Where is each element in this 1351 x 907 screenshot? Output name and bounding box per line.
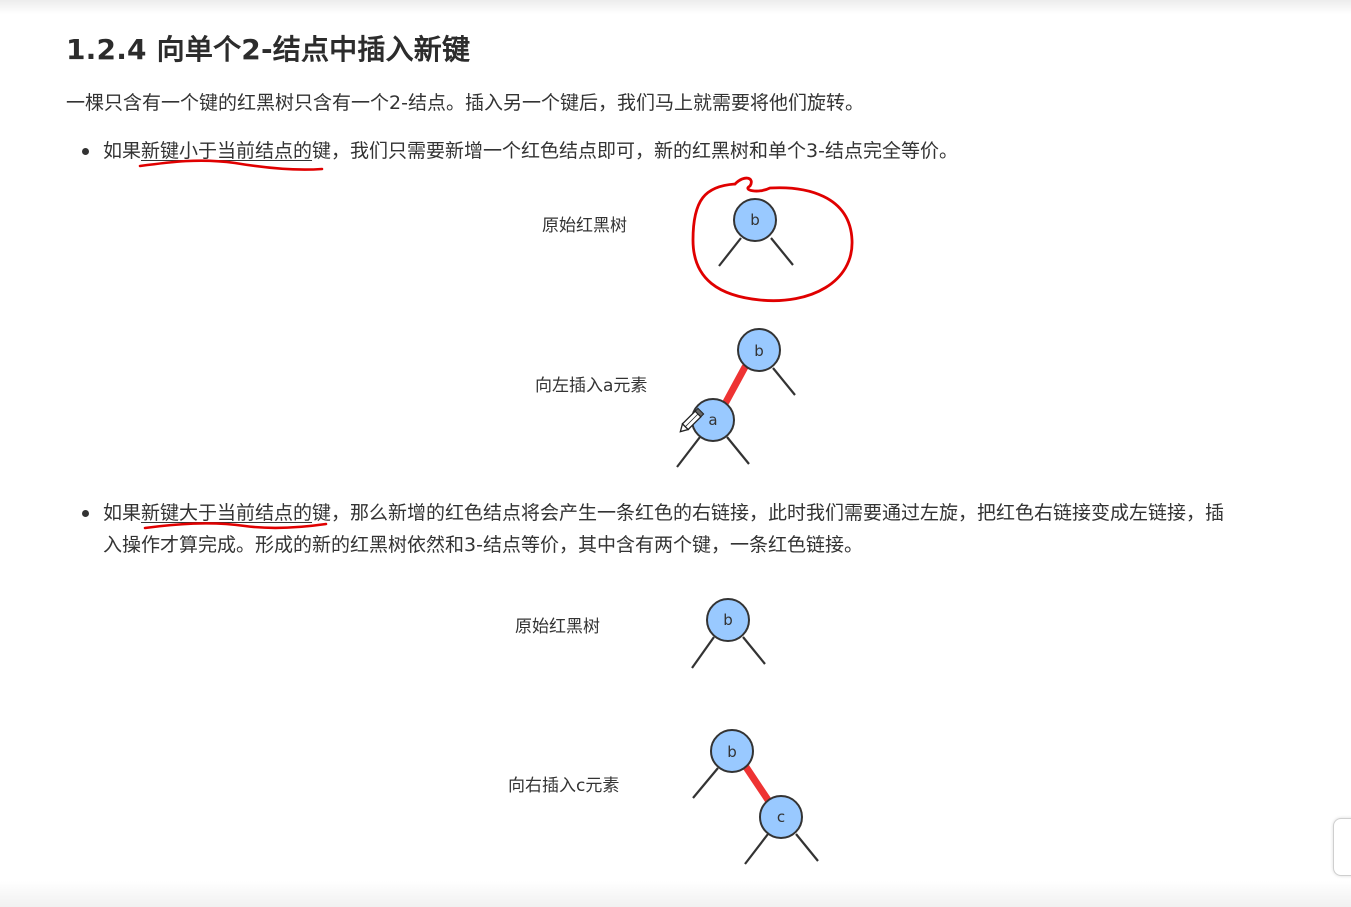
node-key: b <box>754 342 764 360</box>
tree-node <box>710 729 754 773</box>
null-link <box>772 367 796 396</box>
tree-insert-left: b a <box>676 328 796 468</box>
bottom-shadow <box>0 881 1351 907</box>
bullet-item-smaller-key: 如果新键小于当前结点的键，我们只需要新增一个红色结点即可，新的红黑树和单个3-结… <box>103 135 958 167</box>
null-link <box>718 237 742 267</box>
diagram-label-original-2: 原始红黑树 <box>515 617 600 637</box>
top-shadow <box>0 0 1351 14</box>
intro-paragraph: 一棵只含有一个键的红黑树只含有一个2-结点。插入另一个键后，我们马上就需要将他们… <box>66 92 864 114</box>
null-link <box>691 636 715 669</box>
tree-node-new <box>691 398 735 442</box>
red-link <box>742 763 772 804</box>
bullet-suffix: 键，我们只需要新增一个红色结点即可，新的红黑树和单个3-结点完全等价。 <box>312 140 958 162</box>
bullet-prefix: 如果 <box>103 502 142 524</box>
node-key: a <box>708 411 717 429</box>
bullet-keyword: 新键大于当前结点的 <box>141 502 313 524</box>
null-link <box>726 436 750 465</box>
bullet-keyword: 新键小于当前结点的 <box>141 140 313 162</box>
tree-original-1: b <box>718 198 794 267</box>
null-link <box>742 636 766 665</box>
tree-insert-right: b c <box>692 729 819 865</box>
diagram-label-original-1: 原始红黑树 <box>542 216 627 236</box>
diagram-label-insert-right: 向右插入c元素 <box>508 776 620 796</box>
null-link <box>770 237 794 266</box>
bullet-item-larger-key: 如果新键大于当前结点的键，那么新增的红色结点将会产生一条红色的右链接，此时我们需… <box>103 497 1243 561</box>
node-key: b <box>727 743 737 761</box>
section-heading: 1.2.4 向单个2-结点中插入新键 <box>66 33 471 66</box>
tree-node-new <box>759 795 803 839</box>
bullet-dot <box>82 510 89 517</box>
node-key: b <box>723 611 733 629</box>
node-key: c <box>777 808 785 826</box>
node-key: b <box>750 211 760 229</box>
diagram-label-insert-left: 向左插入a元素 <box>535 376 648 396</box>
side-panel-tab[interactable] <box>1333 818 1351 876</box>
null-link <box>795 833 819 862</box>
null-link <box>692 767 719 799</box>
tree-node <box>706 598 750 642</box>
pencil-cursor-icon <box>679 407 705 433</box>
red-link <box>722 363 749 406</box>
red-circle-annotation <box>691 176 854 303</box>
null-link <box>744 833 769 865</box>
null-link <box>676 436 701 468</box>
tree-node <box>737 328 781 372</box>
tree-node <box>733 198 777 242</box>
tree-original-2: b <box>691 598 766 669</box>
bullet-dot <box>82 148 89 155</box>
bullet-prefix: 如果 <box>103 140 142 162</box>
bullet-suffix: 键，那么新增的红色结点将会产生一条红色的右链接，此时我们需要通过左旋，把红色右链… <box>103 502 1225 556</box>
